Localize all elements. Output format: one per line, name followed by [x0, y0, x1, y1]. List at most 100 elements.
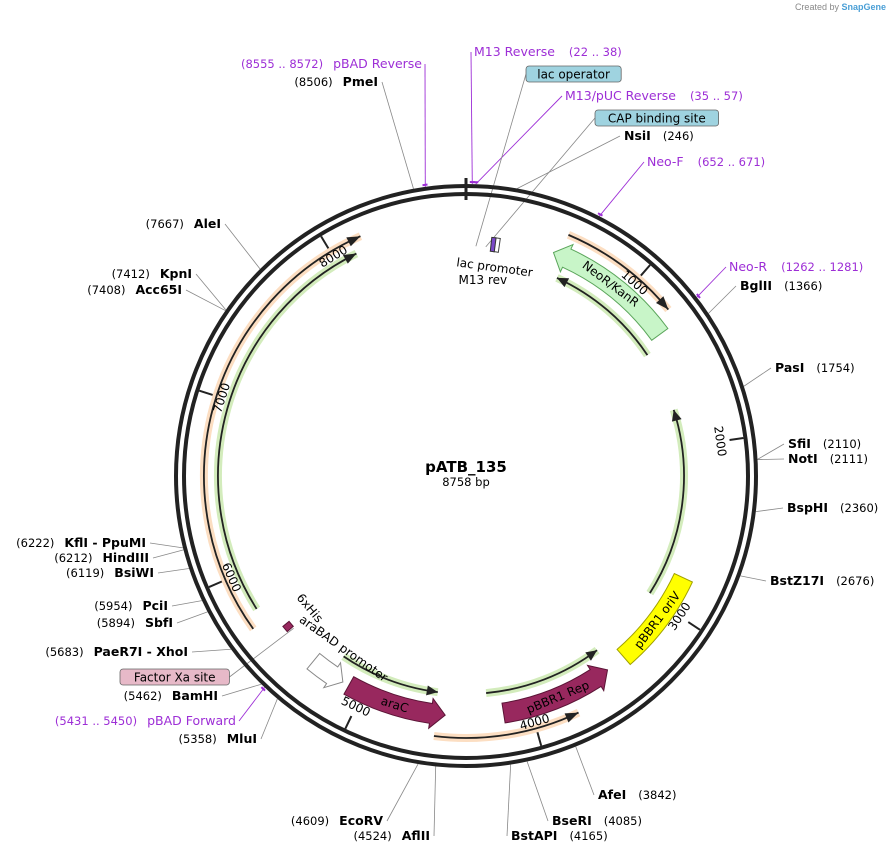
primer-range: (652 .. 671)	[698, 155, 766, 169]
enzyme-position: (7667)	[146, 217, 184, 231]
orf-arrowhead	[342, 253, 357, 264]
enzyme-position: (3842)	[638, 788, 676, 802]
enzyme-leader	[221, 683, 262, 697]
enzyme-name: BstZ17I	[770, 573, 824, 588]
feature-arrows	[282, 236, 694, 730]
feature-arrow	[489, 236, 497, 253]
enzyme-leader	[506, 764, 512, 837]
leader-lines	[149, 51, 785, 837]
credit-prefix: Created by	[794, 2, 839, 12]
feature-box	[119, 668, 230, 686]
enzyme-position: (4165)	[569, 829, 607, 843]
enzyme-label: BseRI (4085)	[552, 813, 642, 828]
enzyme-label: NsiI (246)	[624, 128, 694, 143]
enzyme-name: BamHI	[172, 688, 218, 703]
enzyme-position: (5894)	[97, 616, 135, 630]
enzyme-leader	[757, 458, 785, 460]
enzyme-leader	[575, 746, 595, 796]
tick-mark	[199, 389, 213, 396]
enzyme-label: (7408)Acc65I	[87, 282, 182, 297]
primer-range: (22 .. 38)	[569, 45, 622, 59]
box-leader	[485, 117, 596, 248]
enzyme-name: KpnI	[160, 266, 192, 281]
enzyme-label: (8506)PmeI	[294, 74, 378, 89]
primer-leader	[238, 687, 265, 722]
feature-arrow	[552, 243, 669, 342]
enzyme-position: (5358)	[178, 732, 216, 746]
tick-mark	[640, 264, 651, 277]
primer-leader	[598, 161, 645, 217]
enzyme-leader	[176, 611, 208, 624]
primer-label: Neo-F (652 .. 671)	[647, 154, 765, 169]
primer-range: (8555 .. 8572)	[241, 57, 323, 71]
enzyme-leader	[757, 443, 785, 460]
enzyme-name: BstAPI	[511, 828, 557, 843]
enzyme-position: (6222)	[16, 536, 54, 550]
primer-label: (5431 .. 5450) pBAD Forward	[55, 713, 236, 728]
enzyme-label: (6119)BsiWI	[66, 565, 154, 580]
enzyme-position: (2110)	[823, 437, 861, 451]
enzyme-name: BseRI	[552, 813, 592, 828]
primer-label: M13 Reverse(22 .. 38)	[474, 44, 622, 59]
enzyme-name: SfiI	[788, 436, 811, 451]
box-leader	[475, 73, 527, 247]
enzyme-name: Acc65I	[135, 282, 182, 297]
enzyme-label: (5954)PciI	[94, 598, 168, 613]
orf-line	[217, 252, 357, 610]
feature-box-label: Factor Xa site	[134, 671, 216, 685]
feature-arrow	[343, 676, 446, 730]
tick-mark	[729, 437, 744, 441]
enzyme-leader	[191, 648, 231, 653]
enzyme-label: (4609)EcoRV	[291, 813, 383, 828]
enzyme-label: SfiI (2110)	[788, 436, 861, 451]
enzyme-name: BglII	[740, 278, 772, 293]
enzyme-position: (4085)	[604, 814, 642, 828]
enzyme-leader	[149, 542, 184, 549]
enzyme-position: (7412)	[112, 267, 150, 281]
orf-line	[203, 235, 361, 630]
enzyme-name: NsiI	[624, 128, 651, 143]
orf-line	[433, 711, 579, 739]
enzyme-leader	[224, 223, 261, 270]
feature-box	[594, 109, 719, 127]
enzyme-leader	[152, 549, 184, 559]
tick-mark	[536, 731, 543, 746]
feature-arrow	[616, 572, 694, 666]
enzyme-position: (6212)	[54, 551, 92, 565]
enzyme-name: NotI	[788, 451, 818, 466]
enzyme-label: (4524)AflII	[354, 828, 431, 843]
enzyme-name: SbfI	[145, 615, 173, 630]
enzyme-label: AfeI(3842)	[598, 787, 677, 802]
enzyme-position: (246)	[663, 129, 694, 143]
orf-arrowhead	[585, 650, 598, 661]
enzyme-leader	[755, 507, 784, 513]
enzyme-name: AleI	[194, 216, 221, 231]
enzyme-label: (5894) SbfI	[97, 615, 173, 630]
enzyme-leader	[433, 766, 437, 837]
tick-label: 2000	[711, 425, 729, 457]
enzyme-label: (6222)KflI - PpuMI	[16, 535, 146, 550]
orf-line	[486, 649, 598, 694]
enzyme-label: BspHI(2360)	[787, 500, 878, 515]
primer-name: Neo-F	[647, 154, 684, 169]
backbone	[174, 178, 758, 768]
tick-mark	[208, 580, 223, 588]
enzyme-name: BspHI	[787, 500, 828, 515]
box-leader	[229, 627, 294, 678]
primer-label: Neo-R(1262 .. 1281)	[729, 259, 863, 274]
credit-line: Created by SnapGene	[795, 2, 886, 12]
primer-range: (5431 .. 5450)	[55, 714, 137, 728]
enzyme-leader	[517, 135, 621, 189]
enzyme-label: BglII(1366)	[740, 278, 822, 293]
feature-arrow	[501, 664, 609, 724]
feature-box-label: CAP binding site	[608, 112, 706, 126]
enzyme-name: PasI	[775, 360, 804, 375]
enzyme-label: (7412) KpnI	[112, 266, 192, 281]
enzyme-label: (5358)MluI	[178, 731, 257, 746]
primer-name: pBAD Forward	[147, 713, 236, 728]
enzyme-label: BstAPI (4165)	[511, 828, 608, 843]
enzyme-position: (2111)	[830, 452, 868, 466]
primer-mark	[422, 183, 428, 187]
enzyme-position: (8506)	[294, 75, 332, 89]
